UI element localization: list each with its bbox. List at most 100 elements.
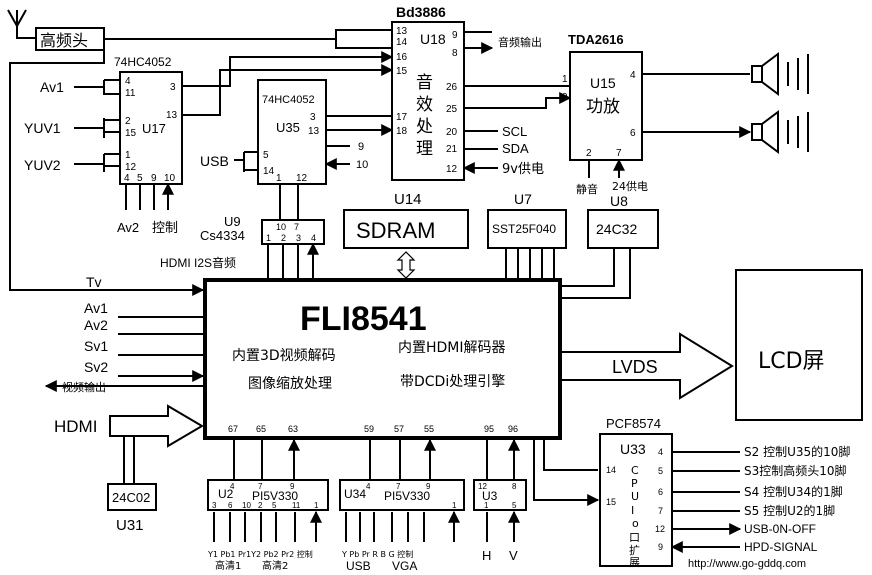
main-pin: 95 [484, 424, 494, 434]
flash-id: U7 [514, 191, 532, 207]
video-input-av1: Av1 [84, 300, 108, 316]
input-usb-label: USB [200, 153, 229, 169]
ioexp-box [599, 433, 673, 567]
ioexp-id: U33 [620, 441, 646, 457]
switch1-pin: 3 [212, 501, 217, 510]
audio-proc-pin: 20 [446, 127, 458, 138]
sync-pin: 12 [478, 482, 487, 491]
audio-proc-text: 音 [416, 73, 433, 93]
audio-ctrl-arrows [464, 130, 498, 168]
mux1-id: U17 [142, 121, 166, 136]
ioexp-output-label: S3控制高频头10脚 [744, 463, 847, 478]
ioexp-text: 展 [629, 556, 640, 569]
sync-v-label: V [509, 548, 518, 563]
main-feature-3: 图像缩放处理 [248, 376, 332, 392]
tuner-video-line-b [36, 39, 105, 64]
speaker-icon [751, 110, 809, 154]
input-av1-wire [74, 79, 120, 95]
mux2-title: 74HC4052 [262, 94, 315, 106]
sync-pin: 1 [484, 501, 489, 510]
switch1-group2: 高清2 [262, 559, 288, 572]
mux1-pin: 2 [125, 116, 131, 127]
mux2-pin: 13 [308, 126, 320, 137]
hdmi-eeprom-box [107, 483, 157, 511]
codec-pin: 1 [266, 233, 271, 243]
ioexp-text: P [631, 477, 638, 490]
audio-proc-pin: 16 [396, 52, 408, 63]
audio-power-label: 9v供电 [502, 162, 544, 177]
mux1-ctrl-arrows [125, 184, 168, 210]
amp-pin: 2 [586, 148, 592, 159]
switch1-pin: 5 [272, 501, 277, 510]
audio-proc-id: U18 [420, 31, 446, 47]
lcd-box [735, 269, 863, 421]
mux1-pin: 3 [170, 82, 176, 93]
ioexp-text: C [631, 464, 639, 477]
ioexp-pin: 15 [606, 497, 616, 507]
u2-to-main [233, 440, 294, 480]
switch1-input-labels: Y1 Pb1 Pr1Y2 Pb2 Pr2 控制 [207, 549, 313, 559]
amp-pin: 4 [630, 70, 636, 81]
flash-label: SST25F040 [492, 222, 556, 236]
i2c-to-ioexp [533, 438, 598, 500]
audio-proc-pin: 26 [446, 82, 458, 93]
audio-proc-pin: 13 [396, 26, 408, 37]
ioexp-output-label: HPD-SIGNAL [744, 540, 818, 554]
mux1-pin: 15 [125, 128, 137, 139]
switch2-box [339, 479, 465, 511]
mux1-pin: 5 [137, 173, 143, 184]
ioexp-pin: 14 [606, 465, 616, 475]
tuner-bus-box [335, 29, 393, 49]
amp-pin: 9 [562, 92, 568, 103]
ioexp-pin: 7 [658, 506, 663, 516]
switch2-group2: VGA [392, 559, 417, 573]
mux1-box [119, 71, 183, 185]
mux1-pin: 4 [124, 173, 130, 184]
audio-proc-text: 处 [416, 117, 433, 137]
lvds-label: LVDS [612, 357, 658, 377]
mux1-out-wire2 [182, 64, 394, 116]
audio-proc-pin: 12 [446, 164, 458, 175]
audio-out-label: 音频输出 [498, 35, 542, 49]
ioexp-pin: 6 [658, 487, 663, 497]
codec-name: Cs4334 [200, 228, 245, 243]
mux2-pin: 14 [263, 166, 275, 177]
codec-pin: 4 [311, 233, 316, 243]
eeprom-box [587, 209, 659, 249]
switch2-pin: 9 [426, 482, 431, 491]
sync-id: U3 [482, 489, 498, 503]
input-yuv2-label: YUV2 [24, 157, 61, 173]
ioexp-pin: 5 [658, 466, 663, 476]
audio-proc-pin: 9 [452, 30, 458, 41]
switch1-pin: 6 [228, 501, 233, 510]
ioexp-pin: 4 [658, 447, 663, 457]
audio-proc-pin: 15 [396, 66, 408, 77]
scl-label: SCL [502, 124, 527, 139]
video-input-wires [118, 316, 203, 376]
mux2-ctrl-pin: 10 [356, 159, 368, 171]
amp-mute-label: 静音 [576, 182, 598, 196]
amp-pin: 7 [616, 148, 622, 159]
sdram-box [343, 209, 469, 249]
input-av2-label: Av2 [117, 220, 139, 235]
ioexp-title: PCF8574 [606, 416, 661, 431]
switch2-pin: 1 [452, 501, 457, 510]
sync-pin: 8 [512, 482, 517, 491]
amp-power-label: 24供电 [612, 179, 648, 193]
ioexp-output-label: S5 控制U2的1脚 [744, 503, 835, 518]
mux1-pin: 12 [125, 162, 137, 173]
sync-input-arrows [486, 512, 514, 542]
switch1-pin: 10 [242, 501, 251, 510]
audio-proc-pin: 14 [396, 37, 408, 48]
video-input-av2: Av2 [84, 317, 108, 333]
main-feature-2: 内置HDMI解码器 [398, 340, 506, 356]
amp-pin: 6 [630, 128, 636, 139]
main-feature-1: 内置3D视频解码 [232, 348, 336, 364]
video-input-sv1: Sv1 [84, 338, 108, 354]
mux2-id: U35 [276, 120, 300, 135]
sync-pin: 5 [512, 501, 517, 510]
ioexp-text: 口 [629, 531, 640, 544]
hdmi-ddc-wires [123, 436, 135, 484]
switch2-part: PI5V330 [384, 489, 430, 503]
